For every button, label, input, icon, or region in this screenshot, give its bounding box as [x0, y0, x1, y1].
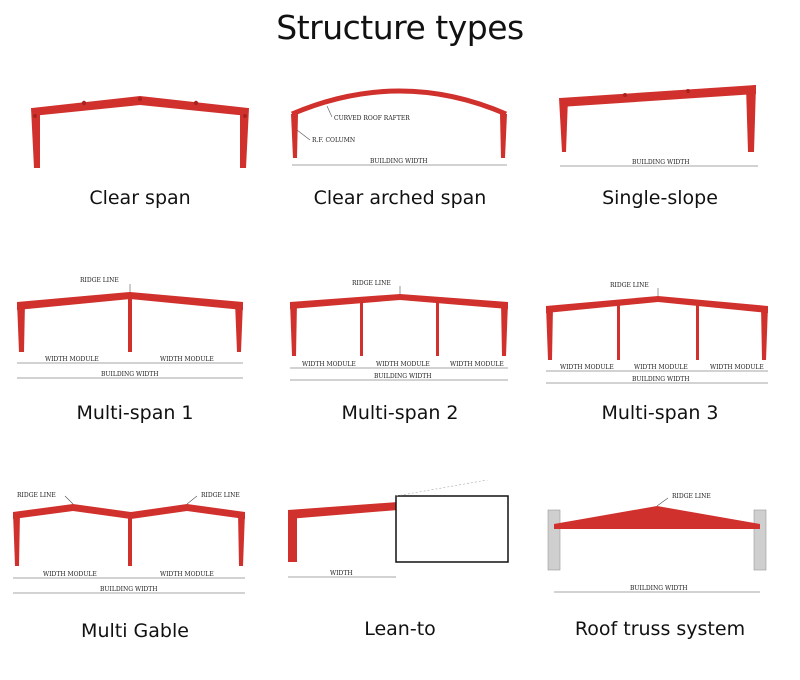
right-column: [238, 512, 245, 566]
label-rf-column: R.F. COLUMN: [312, 137, 355, 144]
single-slope-drawing: BUILDING WIDTH: [559, 85, 758, 167]
multi-gable-drawing: RIDGE LINE RIDGE LINE WIDTH MODULE WIDTH…: [13, 492, 245, 594]
ridge-mark: [64, 495, 74, 505]
left-column: [546, 306, 553, 360]
knee-joint: [243, 114, 247, 118]
interior-column: [128, 296, 132, 352]
label-ridge-line: RIDGE LINE: [17, 492, 56, 499]
reference-line: [395, 480, 489, 497]
left-wall: [547, 509, 561, 571]
label-width-module: WIDTH MODULE: [560, 364, 614, 371]
leader-line: [326, 105, 333, 118]
column: [288, 510, 297, 562]
diagram-single-slope: BUILDING WIDTH Single-slope: [530, 70, 790, 270]
caption-multi-span-2: Multi-span 2: [341, 402, 459, 424]
caption-multi-span-1: Multi-span 1: [76, 402, 194, 424]
adjacent-building: [395, 495, 509, 563]
rafter-joint: [623, 93, 627, 97]
left-column: [17, 302, 25, 352]
label-ridge-line: RIDGE LINE: [352, 280, 391, 287]
label-ridge-line: RIDGE LINE: [201, 492, 240, 499]
rafter: [546, 296, 768, 313]
left-column: [31, 108, 40, 168]
diagram-multi-span-3: RIDGE LINE WIDTH MODULE WIDTH MODULE WID…: [530, 270, 790, 470]
knee-joint: [33, 114, 37, 118]
right-column: [500, 114, 507, 158]
label-ridge-line: RIDGE LINE: [80, 277, 119, 284]
label-building-width: BUILDING WIDTH: [632, 159, 690, 166]
diagram-roof-truss-system: RIDGE LINE BUILDING WIDTH Roof truss sys…: [530, 480, 790, 680]
caption-multi-span-3: Multi-span 3: [601, 402, 719, 424]
diagram-multi-gable: RIDGE LINE RIDGE LINE WIDTH MODULE WIDTH…: [5, 480, 265, 680]
left-column: [559, 98, 568, 152]
rafter: [290, 294, 508, 309]
left-column: [13, 512, 20, 566]
label-width-module: WIDTH MODULE: [634, 364, 688, 371]
rafter: [560, 85, 756, 107]
multi-span-2-drawing: RIDGE LINE WIDTH MODULE WIDTH MODULE WID…: [290, 280, 508, 381]
label-ridge-line: RIDGE LINE: [610, 282, 649, 289]
ridge-mark: [186, 495, 198, 505]
label-building-width: BUILDING WIDTH: [100, 586, 158, 593]
diagram-lean-to: WIDTH Lean-to: [270, 480, 530, 680]
interior-column: [436, 300, 439, 356]
label-building-width: BUILDING WIDTH: [632, 376, 690, 383]
left-column: [290, 302, 297, 356]
interior-column: [360, 300, 363, 356]
diagram-clear-span: Clear span: [10, 70, 270, 270]
roof-truss-system-drawing: RIDGE LINE BUILDING WIDTH: [547, 493, 767, 593]
label-building-width: BUILDING WIDTH: [370, 158, 428, 165]
ridge-mark: [656, 497, 669, 507]
left-column: [291, 114, 298, 158]
label-width-module: WIDTH MODULE: [160, 356, 214, 363]
caption-clear-arched-span: Clear arched span: [313, 187, 487, 209]
label-width-module: WIDTH MODULE: [43, 571, 97, 578]
rafter-joint: [81, 100, 87, 106]
right-column: [761, 306, 768, 360]
diagram-clear-arched-span: CURVED ROOF RAFTER R.F. COLUMN BUILDING …: [270, 70, 530, 270]
roof-truss: [554, 506, 760, 529]
page-title: Structure types: [276, 8, 524, 47]
right-column: [235, 302, 243, 352]
rafter: [13, 504, 245, 519]
label-width-module: WIDTH MODULE: [302, 361, 356, 368]
clear-arched-span-drawing: CURVED ROOF RAFTER R.F. COLUMN BUILDING …: [291, 88, 507, 166]
rafter-joint: [193, 100, 199, 106]
label-ridge-line: RIDGE LINE: [672, 493, 711, 500]
right-column: [746, 85, 756, 152]
interior-column: [128, 514, 132, 566]
caption-roof-truss-system: Roof truss system: [574, 618, 746, 640]
interior-column: [617, 303, 620, 360]
curved-rafter: [291, 88, 507, 117]
label-width-module: WIDTH MODULE: [45, 356, 99, 363]
label-building-width: BUILDING WIDTH: [630, 585, 688, 592]
label-width-module: WIDTH MODULE: [160, 571, 214, 578]
rafter: [17, 292, 243, 310]
right-wall: [753, 509, 767, 571]
rafter: [288, 502, 398, 519]
label-width: WIDTH: [330, 570, 353, 577]
interior-column: [696, 303, 699, 360]
caption-lean-to: Lean-to: [364, 618, 436, 640]
right-column: [501, 302, 508, 356]
label-width-module: WIDTH MODULE: [710, 364, 764, 371]
lean-to-drawing: WIDTH: [288, 480, 509, 578]
clear-span-drawing: [31, 96, 249, 168]
caption-multi-gable: Multi Gable: [81, 620, 189, 642]
multi-span-1-drawing: RIDGE LINE WIDTH MODULE WIDTH MODULE BUI…: [17, 277, 243, 379]
label-building-width: BUILDING WIDTH: [374, 373, 432, 380]
caption-single-slope: Single-slope: [602, 187, 718, 209]
multi-span-3-drawing: RIDGE LINE WIDTH MODULE WIDTH MODULE WID…: [546, 282, 768, 384]
label-width-module: WIDTH MODULE: [376, 361, 430, 368]
label-curved-roof-rafter: CURVED ROOF RAFTER: [334, 115, 410, 122]
rafter-joint: [686, 89, 690, 93]
diagram-multi-span-2: RIDGE LINE WIDTH MODULE WIDTH MODULE WID…: [270, 270, 530, 470]
label-width-module: WIDTH MODULE: [450, 361, 504, 368]
caption-clear-span: Clear span: [89, 187, 191, 209]
right-column: [240, 108, 249, 168]
label-building-width: BUILDING WIDTH: [101, 371, 159, 378]
diagram-multi-span-1: RIDGE LINE WIDTH MODULE WIDTH MODULE BUI…: [5, 270, 265, 470]
rafter-joint: [137, 96, 143, 102]
leader-line: [296, 129, 311, 141]
